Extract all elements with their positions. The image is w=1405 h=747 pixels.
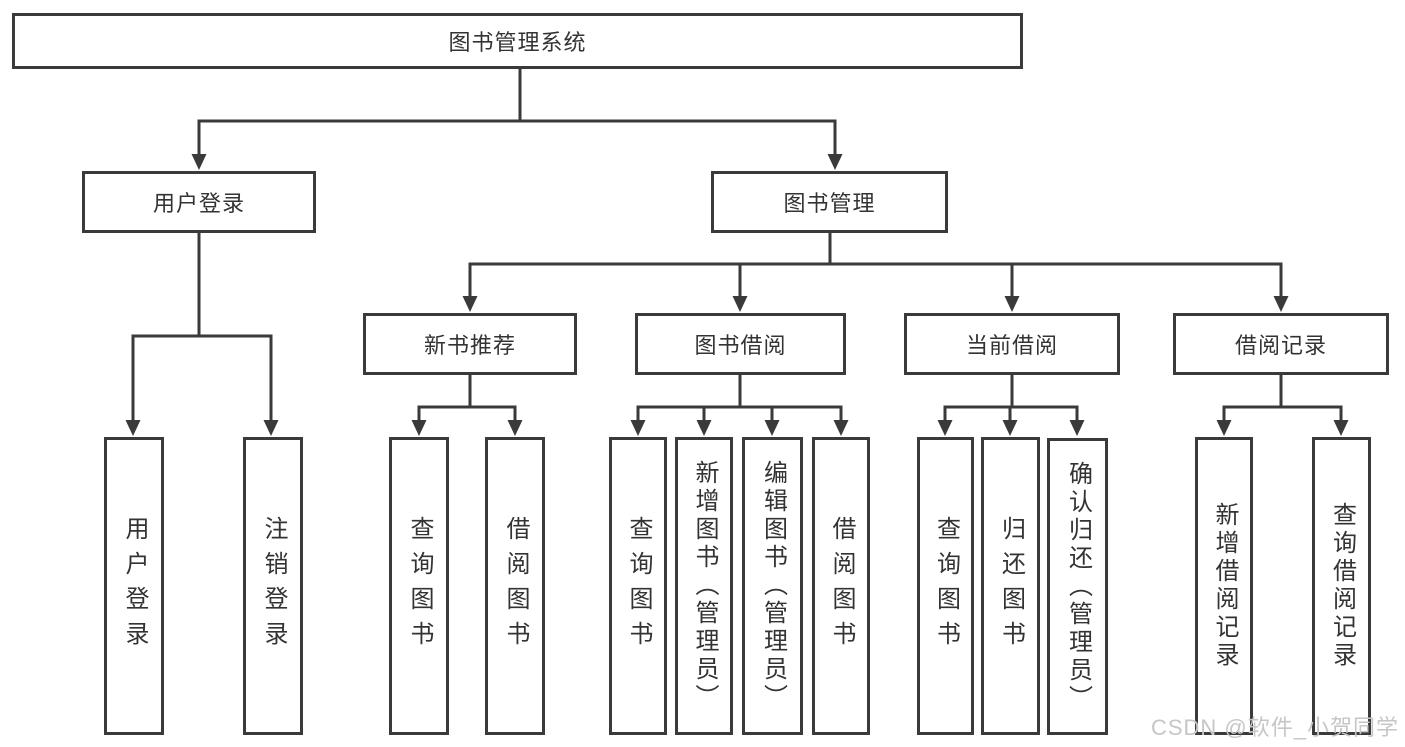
node-label: 用户登录 [152, 191, 245, 216]
node-label: 查询借阅记录 [1328, 502, 1356, 670]
node-book-management: 图书管理 [711, 171, 948, 233]
node-label: 当前借阅 [965, 333, 1058, 358]
node-label: 新增借阅记录 [1211, 502, 1238, 670]
leaf-query-books: 查询图书 [389, 437, 449, 735]
node-user-login: 用户登录 [82, 171, 316, 233]
node-label: 借阅图书 [828, 516, 855, 656]
node-label: 查询图书 [625, 516, 652, 656]
node-label: 新书推荐 [423, 333, 516, 358]
node-new-book-recommend: 新书推荐 [363, 313, 577, 375]
node-book-borrowing: 图书借阅 [635, 313, 846, 375]
leaf-query-books: 查询图书 [609, 437, 667, 735]
node-library-management-system: 图书管理系统 [12, 13, 1023, 69]
leaf-query-books: 查询图书 [917, 437, 974, 735]
node-label: 图书管理 [783, 191, 876, 216]
node-label: 图书借阅 [694, 333, 787, 358]
leaf-add-books-admin: 新增图书（管理员） [675, 437, 733, 735]
node-label: 注销登录 [260, 516, 287, 656]
leaf-query-borrow-record: 查询借阅记录 [1312, 437, 1371, 735]
node-label: 查询图书 [932, 516, 960, 656]
node-label: 图书管理系统 [448, 30, 587, 55]
leaf-borrow-books: 借阅图书 [485, 437, 545, 735]
node-label: 编辑图书（管理员） [759, 460, 787, 712]
node-label: 借阅图书 [502, 516, 529, 656]
leaf-borrow-books: 借阅图书 [812, 437, 870, 735]
leaf-edit-books-admin: 编辑图书（管理员） [742, 437, 803, 735]
node-label: 借阅记录 [1234, 333, 1327, 358]
leaf-add-borrow-record: 新增借阅记录 [1195, 437, 1253, 735]
node-label: 确认归还（管理员） [1064, 460, 1092, 713]
leaf-confirm-return-admin: 确认归还（管理员） [1047, 438, 1108, 735]
node-borrowing-records: 借阅记录 [1173, 313, 1389, 375]
node-label: 新增图书（管理员） [691, 460, 718, 712]
node-label: 用户登录 [121, 516, 148, 656]
node-label: 查询图书 [406, 516, 433, 656]
node-current-borrowing: 当前借阅 [904, 313, 1120, 375]
leaf-logout: 注销登录 [243, 437, 303, 735]
csdn-watermark: CSDN @软件_小贺同学 [1150, 715, 1399, 740]
leaf-user-login: 用户登录 [104, 437, 164, 735]
leaf-return-books: 归还图书 [981, 437, 1040, 735]
node-label: 归还图书 [997, 516, 1025, 656]
